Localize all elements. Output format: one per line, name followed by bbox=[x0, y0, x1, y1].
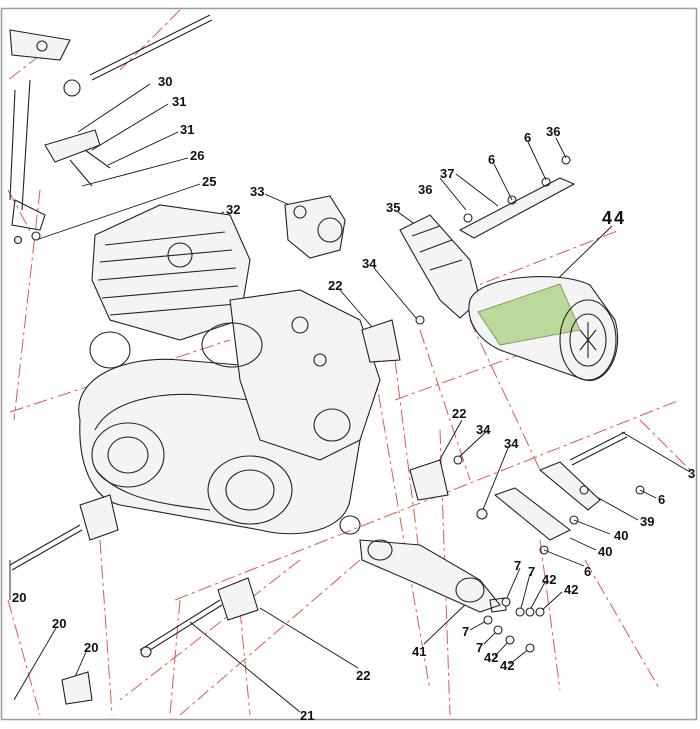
label-35: 35 bbox=[386, 200, 400, 215]
label-40-lower: 40 bbox=[598, 544, 612, 559]
label-20-bottom: 20 bbox=[84, 640, 98, 655]
label-7-d: 7 bbox=[476, 640, 483, 655]
linkage-rods bbox=[9, 14, 213, 231]
air-filter bbox=[468, 276, 619, 382]
label-37: 37 bbox=[440, 166, 454, 181]
label-34-lower: 34 bbox=[504, 436, 519, 451]
label-41: 41 bbox=[412, 644, 426, 659]
label-42-d: 42 bbox=[500, 658, 514, 673]
label-22-upper: 22 bbox=[328, 278, 342, 293]
label-42-b: 42 bbox=[564, 582, 578, 597]
label-26: 26 bbox=[190, 148, 204, 163]
alignment-lines bbox=[7, 9, 691, 716]
label-6-top-left: 6 bbox=[488, 152, 495, 167]
label-34-upper: 34 bbox=[362, 256, 377, 271]
label-31-upper: 31 bbox=[172, 94, 186, 109]
label-6-top-right: 6 bbox=[524, 130, 531, 145]
label-6-right: 6 bbox=[658, 492, 665, 507]
label-32: 32 bbox=[226, 202, 240, 217]
label-7-c: 7 bbox=[462, 624, 469, 639]
engine-mounts bbox=[9, 319, 449, 705]
label-36-left: 36 bbox=[418, 182, 432, 197]
label-21: 21 bbox=[300, 708, 314, 723]
label-42-c: 42 bbox=[484, 650, 498, 665]
filter-bracket bbox=[458, 155, 576, 239]
label-42-a: 42 bbox=[542, 572, 556, 587]
engine-assembly bbox=[78, 204, 381, 535]
label-30: 30 bbox=[158, 74, 172, 89]
label-7-a: 7 bbox=[514, 558, 521, 573]
label-22-middle: 22 bbox=[452, 406, 466, 421]
part-labels: 30 31 31 26 25 32 33 35 36 37 6 6 36 44 … bbox=[12, 74, 695, 723]
right-linkage bbox=[493, 431, 645, 555]
carburetor bbox=[284, 195, 346, 259]
label-34-middle: 34 bbox=[476, 422, 491, 437]
label-44: 44 bbox=[602, 208, 626, 228]
label-20-left: 20 bbox=[12, 590, 26, 605]
label-36-right: 36 bbox=[546, 124, 560, 139]
label-40-upper: 40 bbox=[614, 528, 628, 543]
label-6-lower: 6 bbox=[584, 564, 591, 579]
label-7-b: 7 bbox=[528, 564, 535, 579]
drive-shaft bbox=[359, 539, 507, 613]
label-25: 25 bbox=[202, 174, 216, 189]
diagram-border bbox=[0, 7, 698, 721]
label-31-lower: 31 bbox=[180, 122, 194, 137]
label-3: 3 bbox=[688, 466, 695, 481]
label-33: 33 bbox=[250, 184, 264, 199]
fasteners bbox=[13, 231, 545, 658]
label-39: 39 bbox=[640, 514, 654, 529]
label-22-lower: 22 bbox=[356, 668, 370, 683]
label-20-middle: 20 bbox=[52, 616, 66, 631]
leader-lines bbox=[9, 83, 691, 713]
